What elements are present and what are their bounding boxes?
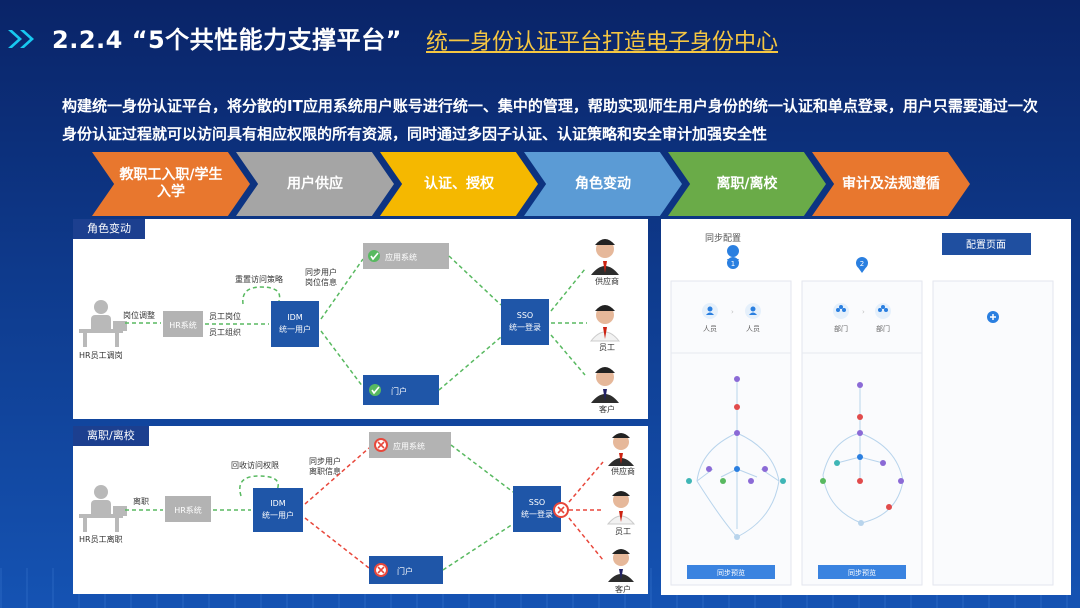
card2-target-label: 部门 [876,324,890,333]
svg-text:同步预览: 同步预览 [717,568,745,577]
role-change-panel: 角色变动 HR员工调岗 岗位调整 HR系统 员工岗位 员工组织 重置访问策略 I… [73,219,648,419]
hr-person-label: HR员工调岗 [79,351,123,360]
sync-sublabel: 岗位信息 [305,277,337,287]
step-auth: 认证、授权 [380,152,538,216]
hr-person-icon [79,485,127,532]
edge-top-label: 重置访问策略 [235,274,283,284]
check-icon [369,384,381,396]
panel-tag: 角色变动 [73,219,145,239]
customer-avatar-icon [608,549,634,582]
supplier-avatar-icon [608,433,634,466]
sync-preview-button[interactable]: 同步预览 [687,565,775,579]
page-title: 2.2.4 “5个共性能力支撑平台” [52,26,402,54]
panel-tag: 离职/离校 [73,426,149,446]
idm-label: IDM [287,313,303,322]
step-onboard: 教职工入职/学生入学 [92,152,250,216]
intro-text: 构建统一身份认证平台，将分散的IT应用系统用户账号进行统一、集中的管理，帮助实现… [62,97,1038,143]
department-icon [875,303,891,319]
idm-sublabel: 统一用户 [279,324,311,334]
step-leave: 离职/离校 [668,152,826,216]
sync-config-panel: 同步配置 配置页面 1 2 › 人员 人员 [661,219,1071,595]
edge-org-label: 员工组织 [209,327,241,337]
action-label: 岗位调整 [123,310,155,320]
card1-source-label: 人员 [703,325,717,333]
step-audit: 审计及法规遵循 [812,152,970,216]
action-label: 离职 [133,496,149,506]
hr-system-box [163,311,203,337]
supplier-label: 供应商 [595,276,619,286]
config-page-button[interactable]: 配置页面 [942,233,1031,255]
leave-diagram: HR员工离职 离职 HR系统 回收访问权限 IDM 统一用户 同步用户 离职信息… [79,432,636,594]
employee-label: 员工 [599,343,615,352]
hr-person-icon [79,300,127,347]
svg-text:›: › [731,308,734,316]
sso-label: SSO [529,498,545,507]
config-page-button-label: 配置页面 [966,239,1006,251]
sso-sublabel: 统一登录 [509,322,541,332]
process-steps: 教职工入职/学生入学 用户供应 认证、授权 角色变动 离职/离校 审计及法规遵循 [92,152,972,216]
svg-text:›: › [862,308,865,316]
config-title: 同步配置 [705,233,741,244]
customer-avatar-icon [591,367,619,403]
sync-card-1 [670,280,792,586]
portal-label: 门户 [391,386,407,396]
portal-label: 门户 [397,566,413,576]
hr-system-label: HR系统 [169,320,197,330]
edge-top-label: 回收访问权限 [231,460,279,470]
sync-graph-2-nodes [820,382,904,526]
card2-source-label: 部门 [834,324,848,333]
sync-label: 同步用户 [305,267,337,277]
sync-graph-1-nodes [686,376,786,540]
step-provision: 用户供应 [236,152,394,216]
chevron-right-icon [8,30,34,48]
leave-panel: 离职/离校 HR员工离职 离职 HR系统 回收访问权限 IDM 统一用户 同步用… [73,426,648,594]
sync-card-add [932,280,1054,586]
sso-box [501,299,549,345]
customer-label: 客户 [599,404,615,414]
hr-person-label: HR员工离职 [79,534,123,544]
edge-post-label: 员工岗位 [209,311,241,321]
step-role-change: 角色变动 [524,152,682,216]
supplier-label: 供应商 [611,466,635,476]
supplier-avatar-icon [591,239,619,275]
step-marker-2: 2 [856,257,868,273]
sync-config-view: 同步配置 配置页面 1 2 › 人员 人员 [670,233,1054,586]
employee-label: 员工 [615,527,631,536]
sso-box [513,486,561,532]
sso-sublabel: 统一登录 [521,509,553,519]
page-subtitle: 统一身份认证平台打造电子身份中心 [426,30,779,55]
sync-preview-button[interactable]: 同步预览 [818,565,906,579]
sync-sublabel: 离职信息 [309,466,341,476]
card1-target-label: 人员 [746,325,760,333]
idm-sublabel: 统一用户 [262,510,294,520]
svg-text:2: 2 [860,260,864,268]
role-change-diagram: HR员工调岗 岗位调整 HR系统 员工岗位 员工组织 重置访问策略 IDM 统一… [79,239,621,414]
employee-avatar-icon [589,305,621,342]
hr-system-box [165,496,211,522]
department-icon [833,303,849,319]
check-icon [368,250,380,262]
idm-box [271,301,319,347]
hr-system-label: HR系统 [174,505,202,515]
idm-box [253,488,303,532]
customer-label: 客户 [615,584,631,594]
app-system-label: 应用系统 [385,252,417,262]
sso-label: SSO [517,311,533,320]
title-bar: 2.2.4 “5个共性能力支撑平台” 统一身份认证平台打造电子身份中心 [0,0,1080,76]
add-icon[interactable] [987,311,999,323]
step-marker-1: 1 [727,245,740,269]
employee-avatar-icon [606,491,636,525]
app-system-label: 应用系统 [393,441,425,451]
svg-text:同步预览: 同步预览 [848,568,876,577]
svg-text:1: 1 [731,260,735,268]
sync-label: 同步用户 [309,456,341,466]
idm-label: IDM [270,499,286,508]
